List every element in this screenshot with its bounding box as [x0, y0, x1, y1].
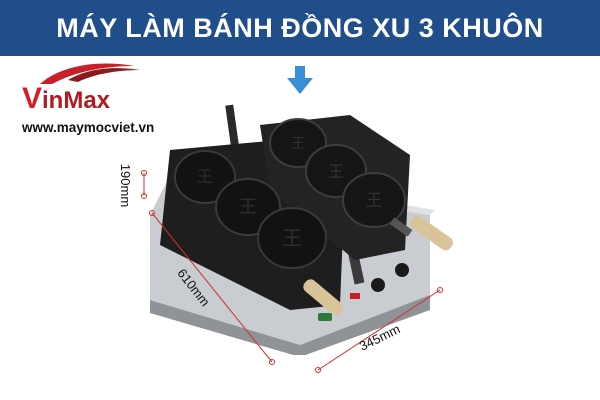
brand-initial: V — [22, 82, 43, 115]
brand-logo-text: VinMax — [22, 82, 110, 116]
down-arrow-icon — [287, 66, 313, 94]
svg-text:王: 王 — [366, 191, 383, 211]
brand-name: inMax — [42, 87, 111, 114]
svg-text:王: 王 — [197, 167, 213, 186]
banner-title: MÁY LÀM BÁNH ĐỒNG XU 3 KHUÔN — [56, 12, 544, 43]
waffle-machine-image: 王 王 王 王 王 王 — [150, 104, 453, 355]
svg-text:王: 王 — [282, 226, 302, 250]
title-banner: MÁY LÀM BÁNH ĐỒNG XU 3 KHUÔN — [0, 0, 600, 56]
svg-text:王: 王 — [328, 162, 344, 181]
height-dimension-label: 190mm — [118, 163, 134, 208]
svg-text:王: 王 — [239, 197, 257, 218]
vinmax-logo-swoosh — [40, 63, 140, 84]
website-url: www.maymocviet.vn — [22, 120, 155, 135]
svg-text:王: 王 — [291, 136, 305, 152]
